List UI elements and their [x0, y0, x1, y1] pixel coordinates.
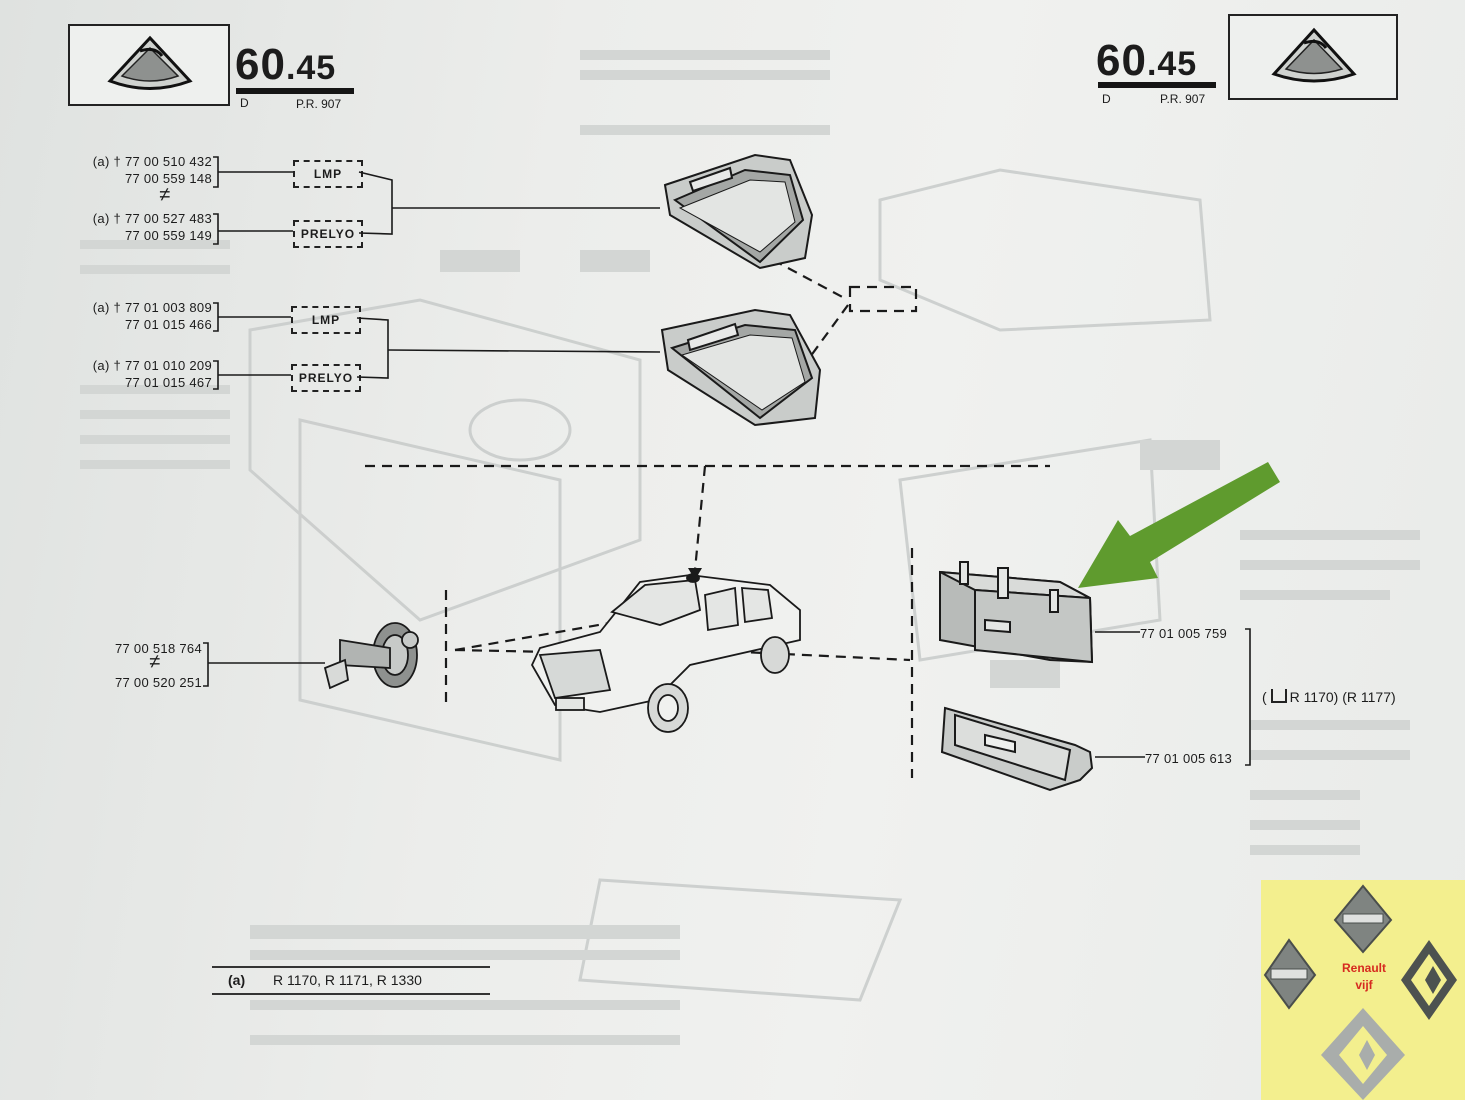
switch-part-number-2: 77 00 520 251 [114, 675, 202, 690]
right-hand-drive-icon [1270, 689, 1287, 703]
dome-lamp-thumbnail-icon [1271, 27, 1357, 83]
part-number-group-1: (a) † 77 00 510 432 77 00 559 148 [92, 154, 212, 186]
section-number-left: 60.45 [235, 40, 337, 89]
supplier-box-lmp-2: LMP [291, 306, 361, 334]
not-interchangeable-symbol: ≠ [159, 184, 171, 206]
part-number-group-3: (a) † 77 01 003 809 77 01 015 466 [92, 300, 212, 332]
dome-lamp-thumbnail-icon [107, 35, 193, 90]
highlight-arrow-icon [1078, 462, 1280, 588]
lamp-body-part-number: 77 01 005 759 [1140, 626, 1228, 641]
model-applicability: ( R 1170) (R 1177) [1262, 689, 1396, 705]
part-number-group-2: (a) † 77 00 527 483 77 00 559 149 [92, 211, 212, 243]
header-rule-left [236, 88, 354, 94]
part-number-group-4: (a) † 77 01 010 209 77 01 015 467 [92, 358, 212, 390]
header-letter-left: D [240, 96, 249, 110]
car-illustration [530, 573, 801, 733]
section-number-right: 60.45 [1096, 36, 1198, 85]
header-thumbnail-right [1228, 14, 1398, 100]
renault-logo-icon [1263, 884, 1457, 1100]
header-rule-right [1098, 82, 1216, 88]
header-ref-left: P.R. 907 [296, 97, 342, 111]
door-switch-illustration [323, 622, 419, 690]
not-interchangeable-symbol-2: ≠ [149, 651, 161, 673]
footnote-key: (a) [228, 972, 246, 988]
renault-vijf-watermark: Renault vijf [1261, 880, 1465, 1100]
header-ref-right: P.R. 907 [1160, 92, 1206, 106]
supplier-box-prelyo-1: PRELYO [293, 220, 363, 248]
supplier-box-prelyo-2: PRELYO [291, 364, 361, 392]
lamp-lens-illustration [940, 706, 1094, 792]
lamp-lens-part-number: 77 01 005 613 [1145, 751, 1233, 766]
dome-lamp-lower [660, 308, 822, 427]
header-thumbnail-left [68, 24, 230, 106]
header-letter-right: D [1102, 92, 1111, 106]
supplier-box-lmp-1: LMP [293, 160, 363, 188]
footnote-text: R 1170, R 1171, R 1330 [273, 972, 422, 988]
watermark-text: Renault vijf [1341, 961, 1386, 992]
switch-part-numbers: 77 00 518 764 [114, 641, 202, 656]
dome-lamp-upper [663, 153, 814, 270]
lamp-body-illustration [939, 561, 1094, 664]
